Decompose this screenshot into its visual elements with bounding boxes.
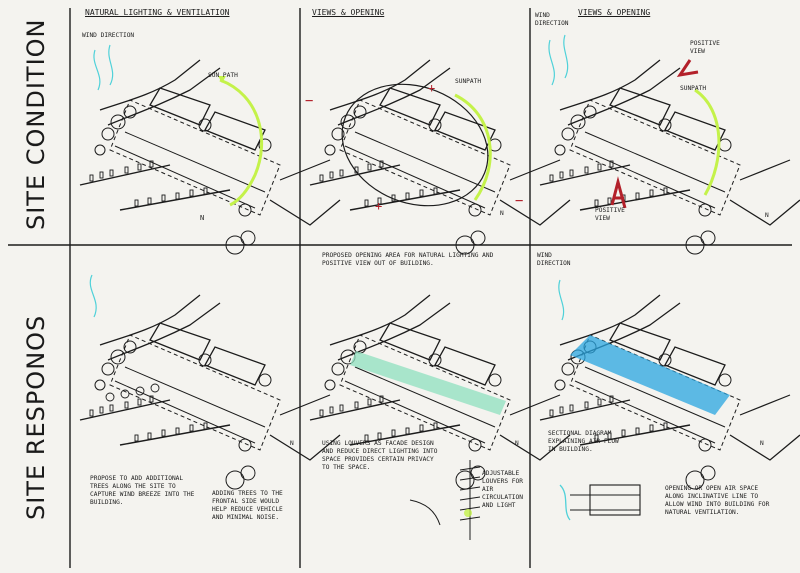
panel-title-views: VIEWS & OPENING xyxy=(312,8,385,17)
negative-sign-2: − xyxy=(515,193,523,209)
panel-title-views-2: VIEWS & OPENING xyxy=(578,8,651,17)
negative-sign: − xyxy=(305,93,313,109)
row-label-site-respons: SITE RESPONOS xyxy=(22,314,50,520)
wind-direction-label-6: WIND DIRECTION xyxy=(537,252,571,267)
positive-view-top: POSITIVE VIEW xyxy=(690,40,720,55)
opening-air-space-note: OPENING OR OPEN AIR SPACE ALONG INCLINAT… xyxy=(665,485,770,516)
north-label-6: N xyxy=(760,440,764,447)
sunpath-label-3: SUNPATH xyxy=(680,85,707,92)
positive-sign-2: + xyxy=(375,199,382,213)
proposed-opening-heading: PROPOSED OPENING AREA FOR NATURAL LIGHTI… xyxy=(322,252,494,267)
adjustable-louvers-note: ADJUSTABLE LOUVERS FOR AIR CIRCULATION A… xyxy=(482,470,523,509)
north-arrow-1: N xyxy=(200,214,204,222)
wind-direction-label-3: WIND DIRECTION xyxy=(535,12,569,27)
north-label-2: N xyxy=(500,210,504,217)
sectional-diagram-note: SECTIONAL DIAGRAM EXPLAINING AIR FLOW IN… xyxy=(548,430,619,453)
sun-path-label: SUN PATH xyxy=(208,72,238,79)
wind-direction-label: WIND DIRECTION xyxy=(82,32,135,39)
positive-sign: + xyxy=(428,81,435,95)
louver-facade-note: USING LOUVERS AS FACADE DESIGN AND REDUC… xyxy=(322,440,438,471)
row-label-site-condition: SITE CONDITION xyxy=(22,18,50,230)
panel-title-lighting: NATURAL LIGHTING & VENTILATION xyxy=(85,8,230,17)
north-label-3: N xyxy=(765,212,769,219)
sunpath-label-2: SUNPATH xyxy=(455,78,482,85)
north-label-5: N xyxy=(515,440,519,447)
positive-view-bottom: POSITIVE VIEW xyxy=(595,207,625,222)
note-additional-trees: PROPOSE TO ADD ADDITIONAL TREES ALONG TH… xyxy=(90,475,195,506)
north-label-4: N xyxy=(290,440,294,447)
note-frontal-trees: ADDING TREES TO THE FRONTAL SIDE WOULD H… xyxy=(212,490,283,521)
